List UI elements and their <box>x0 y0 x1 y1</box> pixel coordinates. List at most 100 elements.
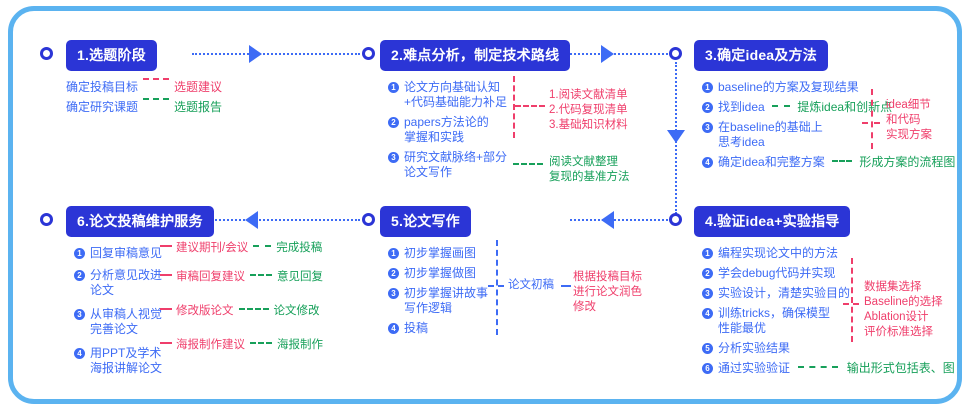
bullet-number: 3 <box>702 288 713 299</box>
item-text: 编程实现论文中的方法 <box>718 246 838 261</box>
item-line-1: papers方法论的 <box>404 115 489 129</box>
stage-4-red-divider <box>851 258 853 342</box>
bullet-number: 2 <box>388 268 399 279</box>
connector-4-to-5 <box>570 219 668 221</box>
connector-2-to-3 <box>570 53 668 55</box>
anno-line: 数据集选择 <box>864 281 922 293</box>
item-text: 初步掌握做图 <box>404 266 476 281</box>
anno-line: 和代码 <box>886 114 921 126</box>
stage-6-title: 6.论文投稿维护服务 <box>66 206 214 237</box>
item-text: 在baseline的基础上 思考idea <box>718 120 823 150</box>
stage-1-row-2-right: 选题报告 <box>174 100 223 114</box>
list-item: 1 回复审稿意见 <box>74 246 214 263</box>
stage-2-green-annotation: 阅读文献整理 复现的基准方法 <box>549 155 630 185</box>
stage-6-items: 1 回复审稿意见 2 分析意见改进 论文 3 从审稿人视觉 完善论文 <box>74 246 214 380</box>
stage-6-rowtag-2: 审稿回复建议意见回复 <box>160 270 323 285</box>
item-line-1: 实验设计，清楚实验目的 <box>718 286 851 300</box>
list-item: 3 研究文献脉络+部分 论文写作 <box>388 150 570 180</box>
stage-5[interactable]: 5.论文写作 1 初步掌握画图 2 初步掌握做图 3 初步掌握讲故事 写作逻辑 <box>380 206 488 341</box>
item-text: 分析意见改进 论文 <box>90 268 162 298</box>
item-line-2: 思考idea <box>718 135 765 149</box>
rowtag-red: 修改版论文 <box>176 305 234 317</box>
item-line-1: baseline的方案及复现结果 <box>718 80 859 94</box>
anno-line: 进行论文润色 <box>573 286 642 298</box>
rowtag-dash-red <box>160 341 172 344</box>
list-item: 2 找到idea 提炼idea和创新点 <box>702 100 955 115</box>
list-item: 3 实验设计，清楚实验目的 <box>702 286 955 301</box>
stage-4-red-annotation: 数据集选择 Baseline的选择 Ablation设计 评价标准选择 <box>864 280 943 340</box>
stage-1-row-1-dash <box>143 78 170 80</box>
rowtag-dash-green <box>238 307 269 310</box>
bullet-number: 2 <box>74 270 85 281</box>
item-text: 研究文献脉络+部分 论文写作 <box>404 150 507 180</box>
stage-5-blue-dash-right <box>561 285 571 287</box>
item-line-1: 投稿 <box>404 321 429 335</box>
item-line-1: 编程实现论文中的方法 <box>718 246 839 260</box>
item-line-2: 论文写作 <box>404 165 453 179</box>
item-line-1: 学会debug代码并实现 <box>718 266 836 280</box>
rowtag-dash-red <box>160 244 172 247</box>
bullet-number: 2 <box>702 268 713 279</box>
item-text: 实验设计，清楚实验目的 <box>718 286 850 301</box>
stage-1-row-2-dash <box>143 98 170 100</box>
stage-6[interactable]: 6.论文投稿维护服务 1 回复审稿意见 2 分析意见改进 论文 3 从审稿人视觉 <box>66 206 214 385</box>
stage-5-items: 1 初步掌握画图 2 初步掌握做图 3 初步掌握讲故事 写作逻辑 4 <box>388 246 488 336</box>
item-line-2: 完善论文 <box>90 322 139 336</box>
item-dash <box>832 159 853 162</box>
stage-2[interactable]: 2.难点分析，制定技术路线 1 论文方向基础认知 +代码基础能力补足 2 pap… <box>380 40 571 185</box>
list-item: 4 用PPT及学术 海报讲解论文 <box>74 346 214 380</box>
item-line-1: 用PPT及学术 <box>90 346 162 360</box>
stage-4-title: 4.验证idea+实验指导 <box>694 206 851 237</box>
list-item: 1 编程实现论文中的方法 <box>702 246 955 261</box>
item-line-2: +代码基础能力补足 <box>404 95 508 109</box>
bullet-number: 3 <box>388 152 399 163</box>
rowtag-green: 意见回复 <box>277 271 323 283</box>
list-item: 3 初步掌握讲故事 写作逻辑 <box>388 286 488 316</box>
stage-5-blue-dash-left <box>488 285 504 287</box>
list-item: 2 papers方法论的 掌握和实践 <box>388 115 570 145</box>
bullet-number: 5 <box>702 343 713 354</box>
bullet-number: 1 <box>702 248 713 259</box>
bullet-number: 4 <box>702 157 713 168</box>
bullet-number: 4 <box>388 323 399 334</box>
stage-5-blue-divider <box>496 240 498 335</box>
stage-6-rowtag-1: 建议期刊/会议完成投稿 <box>160 241 322 256</box>
list-item: 6 通过实验验证 输出形式包括表、图 <box>702 361 955 376</box>
stage-2-green-dash <box>513 163 543 165</box>
stage-6-rowtag-4: 海报制作建议海报制作 <box>160 338 323 353</box>
arrow-right-2-3 <box>601 45 614 63</box>
item-tail: 输出形式包括表、图 <box>846 361 955 375</box>
connector-1-to-2 <box>192 53 360 55</box>
list-item: 2 初步掌握做图 <box>388 266 488 281</box>
bullet-number: 4 <box>74 348 85 359</box>
stage-4-items: 1 编程实现论文中的方法 2 学会debug代码并实现 3 实验设计，清楚实验目… <box>702 246 955 376</box>
node-stage-4 <box>669 213 682 226</box>
rowtag-dash-green <box>250 341 272 344</box>
anno-line: Ablation设计 <box>864 311 929 323</box>
bullet-number: 2 <box>702 102 713 113</box>
item-line-1: 分析意见改进 <box>90 268 163 282</box>
item-line-2: 性能最优 <box>718 321 767 335</box>
stage-6-rowtag-3: 修改版论文 论文修改 <box>160 304 320 319</box>
rowtag-green: 海报制作 <box>277 339 323 351</box>
stage-3[interactable]: 3.确定idea及方法 1 baseline的方案及复现结果 2 找到idea … <box>694 40 955 175</box>
item-text: 学会debug代码并实现 <box>718 266 835 281</box>
item-line-1: 训练tricks，确保模型 <box>718 306 830 320</box>
node-stage-3 <box>669 47 682 60</box>
anno-line: 评价标准选择 <box>864 326 933 338</box>
rowtag-dash-red <box>160 307 172 310</box>
stage-3-items: 1 baseline的方案及复现结果 2 找到idea 提炼idea和创新点 3… <box>702 80 955 170</box>
stage-1[interactable]: 1.选题阶段 确定投稿目标 选题建议 确定研究课题 选题报告 <box>66 40 222 120</box>
stage-3-red-annotation: idea细节 和代码 实现方案 <box>886 98 932 143</box>
anno-line: 复现的基准方法 <box>549 171 630 183</box>
list-item: 5 分析实验结果 <box>702 341 955 356</box>
item-line-1: 通过实验验证 <box>718 361 791 375</box>
stage-4[interactable]: 4.验证idea+实验指导 1 编程实现论文中的方法 2 学会debug代码并实… <box>694 206 955 381</box>
anno-line: 2.代码复现清单 <box>549 104 628 116</box>
connector-5-to-6 <box>196 219 360 221</box>
item-tail: 提炼idea和创新点 <box>797 100 893 114</box>
rowtag-green: 论文修改 <box>273 305 320 317</box>
stage-2-title: 2.难点分析，制定技术路线 <box>380 40 571 71</box>
rowtag-green: 完成投稿 <box>276 242 323 254</box>
item-line-1: 在baseline的基础上 <box>718 120 823 134</box>
